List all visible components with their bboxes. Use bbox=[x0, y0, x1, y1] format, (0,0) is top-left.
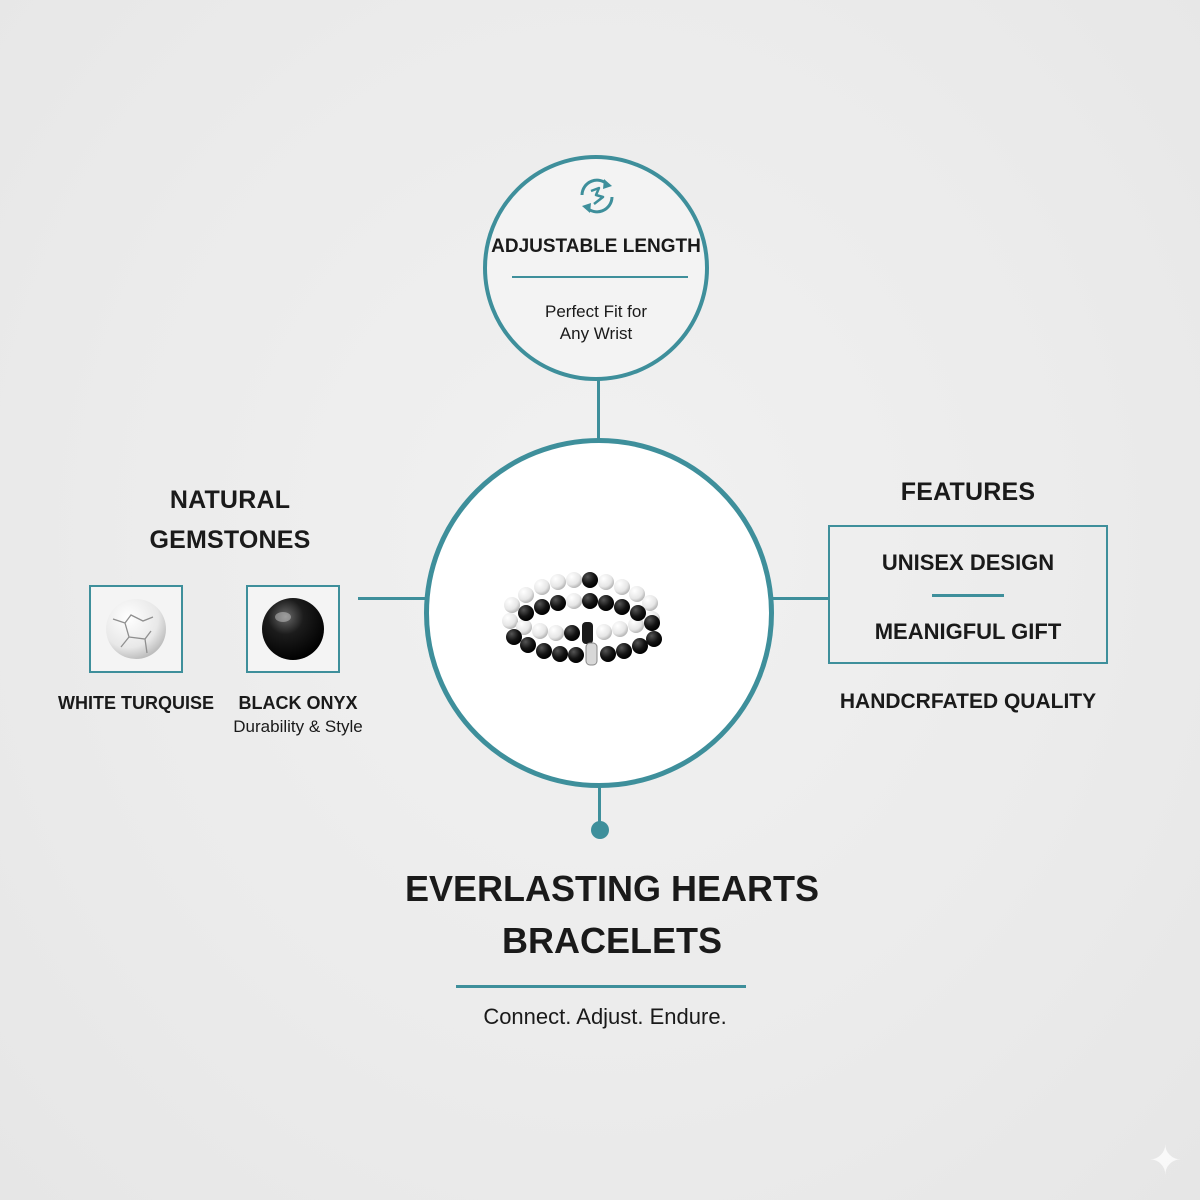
features-box bbox=[828, 525, 1108, 664]
adjust-cycle-icon bbox=[574, 173, 620, 219]
white-turquoise-stone-icon bbox=[106, 599, 166, 659]
product-tagline: Connect. Adjust. Endure. bbox=[483, 1004, 727, 1029]
black-onyx-label: BLACK ONYX bbox=[238, 693, 358, 713]
title-divider bbox=[456, 985, 746, 988]
gemstones-heading-line2: GEMSTONES bbox=[149, 526, 311, 554]
connector-top bbox=[597, 380, 600, 440]
product-title-line1: EVERLASTING HEARTS bbox=[404, 868, 820, 909]
white-turquoise-label: WHITE TURQUISE bbox=[58, 693, 214, 713]
product-circle bbox=[424, 438, 774, 788]
features-divider bbox=[932, 594, 1004, 597]
white-turquoise-box bbox=[89, 585, 183, 673]
product-title-line2: BRACELETS bbox=[501, 920, 722, 961]
connector-bottom bbox=[598, 770, 601, 825]
feature-meaningful-gift: MEANIGFUL GIFT bbox=[874, 619, 1062, 644]
adjustable-length-subtitle-2: Any Wrist bbox=[559, 324, 633, 343]
connector-right bbox=[772, 597, 830, 600]
adjustable-length-subtitle-1: Perfect Fit for bbox=[544, 302, 648, 321]
black-onyx-note: Durability & Style bbox=[233, 717, 363, 736]
features-heading: FEATURES bbox=[900, 478, 1036, 506]
sparkle-icon: ✦ bbox=[1148, 1139, 1182, 1183]
feature-handcrafted-quality: HANDCRFATED QUALITY bbox=[839, 690, 1097, 713]
black-onyx-stone-icon bbox=[262, 598, 324, 660]
bracelets-product-image bbox=[496, 565, 676, 670]
connector-dot bbox=[591, 821, 609, 839]
connector-left bbox=[358, 597, 426, 600]
feature-unisex-design: UNISEX DESIGN bbox=[881, 550, 1055, 575]
adjustable-length-title: ADJUSTABLE LENGTH bbox=[491, 236, 701, 257]
gemstones-heading-line1: NATURAL bbox=[169, 486, 291, 514]
top-title-divider bbox=[512, 276, 688, 278]
black-onyx-box bbox=[246, 585, 340, 673]
